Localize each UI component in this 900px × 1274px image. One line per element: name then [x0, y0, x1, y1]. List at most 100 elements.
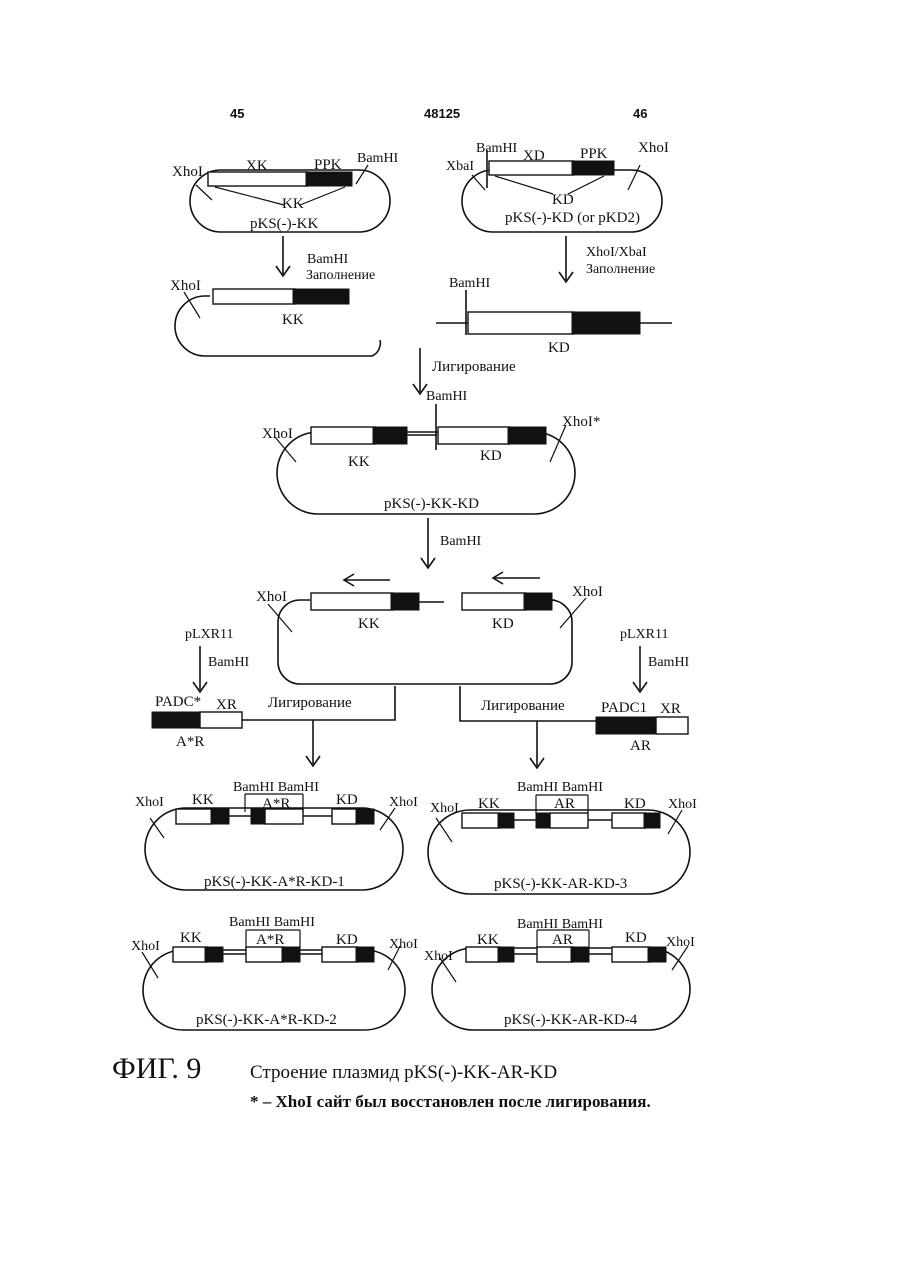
gene-kk-box: [173, 947, 207, 962]
gene-kk-box: [311, 427, 375, 444]
plasmid-name: pKS(-)-KK-A*R-KD-1: [204, 874, 345, 890]
site-xhoi: XhoI: [638, 140, 669, 156]
promoter-box: [152, 712, 202, 728]
gene-a-star-r-box: [246, 947, 284, 962]
insert-enzyme: BamHI: [208, 655, 250, 670]
ligation-label-1: Лигирование: [432, 359, 516, 375]
plasmid-name: pKS(-)-KK-AR-KD-4: [504, 1012, 638, 1028]
plasmid-product-4: XhoI KK BamHI BamHI AR KD XhoI pKS(-)-KK…: [424, 917, 695, 1030]
site-xhoi-left: XhoI: [256, 589, 287, 605]
fill-in-right: Заполнение: [586, 262, 655, 277]
gene-ar-label: AR: [554, 796, 575, 812]
page-number-left: 45: [230, 106, 244, 121]
promoter-box-kk: [498, 813, 514, 828]
plasmid-name: pKS(-)-KK-KD: [384, 496, 479, 512]
plasmid-pks-kk: XhoI XK PPK BamHI KK pKS(-)-KK: [172, 151, 399, 232]
gene-kd-box: [468, 312, 574, 334]
plasmid-name: pKS(-)-KK-AR-KD-3: [494, 876, 627, 892]
promoter-box-kd: [356, 947, 374, 962]
plasmid-pks-kd: BamHI XbaI XD PPK XhoI KD pKS(-)-KD (or …: [446, 140, 669, 232]
figure-footnote: * – XhoI сайт был восстановлен после лиг…: [250, 1092, 651, 1112]
site-xhoi-right: XhoI: [668, 797, 697, 812]
site-bamhi: BamHI: [426, 389, 468, 404]
promoter-box-kd: [648, 947, 666, 962]
site-xhoi-right: XhoI: [572, 584, 603, 600]
source-plasmid: pLXR11: [620, 627, 668, 642]
promoter-box-kd: [524, 593, 552, 610]
promoter-box-kk: [391, 593, 419, 610]
gene-ar-label: AR: [552, 932, 573, 948]
gene-a-star-r-label: A*R: [262, 796, 290, 812]
site-xhoi-left: XhoI: [131, 939, 160, 954]
promoter-box-kd: [356, 809, 374, 824]
site-xbai: XbaI: [446, 159, 474, 174]
promoter-box-ar: [571, 947, 589, 962]
plasmid-product-2: XhoI KK BamHI BamHI A*R KD XhoI pKS(-)-K…: [131, 915, 418, 1030]
plasmid-product-3: XhoI KK BamHI BamHI AR KD XhoI pKS(-)-KK…: [428, 780, 697, 894]
site-xhoi-left: XhoI: [135, 795, 164, 810]
plasmid-name: pKS(-)-KK-A*R-KD-2: [196, 1012, 337, 1028]
page-number-right: 46: [633, 106, 647, 121]
gene-kk-box: [176, 809, 212, 824]
promoter-label: PADC1: [601, 700, 647, 716]
source-plasmid: pLXR11: [185, 627, 233, 642]
vector-kk-opened: XhoI KK: [170, 278, 380, 356]
site-xhoi-left: XhoI: [430, 801, 459, 816]
gene-kd-label: KD: [624, 796, 646, 812]
gene-kd-label: KD: [625, 930, 647, 946]
figure-label: ФИГ. 9: [112, 1052, 201, 1086]
plasmid-name: pKS(-)-KD (or pKD2): [505, 210, 640, 226]
gene-kk-box: [466, 947, 500, 962]
gene-xr-label: XR: [660, 701, 681, 717]
gene-kd-label: KD: [492, 616, 514, 632]
gene-kk-label: KK: [478, 796, 500, 812]
sites-bamhi: BamHI BamHI: [229, 915, 315, 930]
digest-enzyme-left: BamHI: [307, 252, 349, 267]
sites-bamhi: BamHI BamHI: [517, 917, 603, 932]
insert-right: pLXR11 BamHI PADC1 XR AR Лигирование: [481, 627, 690, 754]
promoter-box-kk: [373, 427, 407, 444]
site-xhoi-right: XhoI: [389, 937, 418, 952]
sites-bamhi: BamHI BamHI: [233, 780, 319, 795]
insert-enzyme: BamHI: [648, 655, 690, 670]
plasmid-name: pKS(-)-KK: [250, 216, 318, 232]
fill-in-left: Заполнение: [306, 268, 375, 283]
gene-kk-box: [462, 813, 500, 828]
gene-kd-label: KD: [336, 792, 358, 808]
site-xhoi: XhoI: [262, 426, 293, 442]
gene-kd-box: [462, 593, 526, 610]
patent-number: 48125: [424, 106, 460, 121]
site-xhoi: XhoI: [172, 164, 203, 180]
gene-xk-label: XK: [246, 158, 268, 174]
gene-kk-label: KK: [192, 792, 214, 808]
site-bamhi: BamHI: [476, 141, 518, 156]
gene-xk-box: [208, 172, 308, 186]
gene-ar-box: [550, 813, 588, 828]
promoter-box-kk: [211, 809, 229, 824]
gene-kd-label: KD: [552, 192, 574, 208]
promoter-box-kk: [205, 947, 223, 962]
digest-enzyme-right: XhoI/XbaI: [586, 245, 647, 260]
promoter-box-kd: [508, 427, 546, 444]
gene-kd-box: [438, 427, 510, 444]
gene-a-star-r-label: A*R: [256, 932, 284, 948]
site-bamhi: BamHI: [449, 276, 491, 291]
gene-kd-box: [322, 947, 358, 962]
site-xhoi-left: XhoI: [424, 949, 453, 964]
gene-ar-label: AR: [630, 738, 651, 754]
promoter-box: [293, 289, 349, 304]
gene-kk-box: [213, 289, 295, 304]
fragment-kd-linear: BamHI KD: [436, 276, 672, 356]
figure-title: Строение плазмид pKS(-)-KK-AR-KD: [250, 1062, 557, 1084]
promoter-label: PPK: [314, 157, 342, 173]
site-xhoi: XhoI: [170, 278, 201, 294]
gene-xr-box: [656, 717, 688, 734]
promoter-box: [306, 172, 352, 186]
gene-kk-box: [311, 593, 393, 610]
gene-kd-box: [612, 947, 650, 962]
gene-ar-box: [537, 947, 573, 962]
gene-xd-label: XD: [523, 148, 545, 164]
site-xhoi-right: XhoI: [666, 935, 695, 950]
gene-kk-label: KK: [358, 616, 380, 632]
gene-kd-label: KD: [548, 340, 570, 356]
